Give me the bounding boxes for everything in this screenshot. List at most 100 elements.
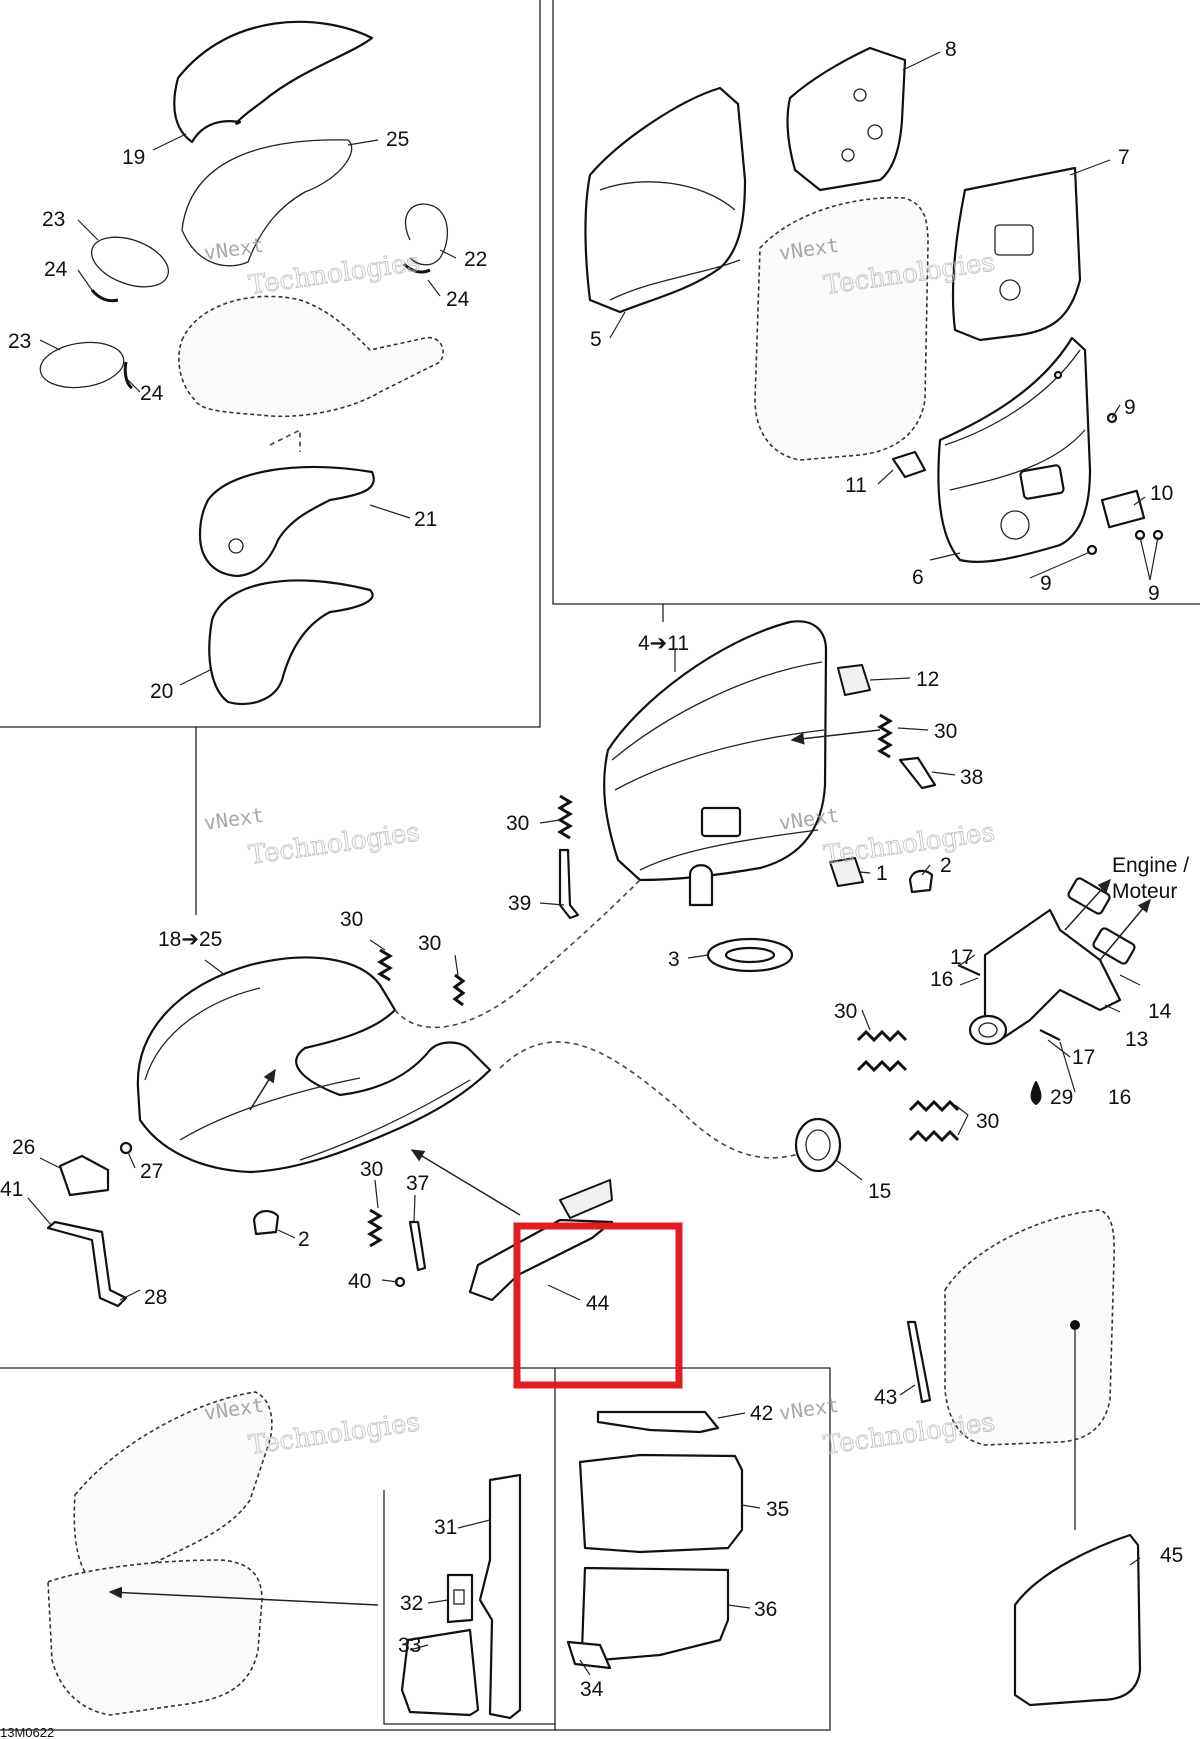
callout-30: 30	[360, 1158, 383, 1181]
callout-17: 17	[950, 946, 973, 969]
part-14-gasket	[1067, 877, 1111, 915]
callout-36: 36	[754, 1598, 777, 1621]
part-44-area	[410, 1149, 614, 1302]
part-25-heat-shield	[181, 139, 353, 267]
part-24-clip-upper	[90, 289, 119, 303]
callout-38: 38	[960, 766, 983, 789]
engine-label: Moteur	[1112, 880, 1177, 903]
callout-2: 2	[298, 1228, 310, 1251]
callout-30: 30	[506, 812, 529, 835]
exhaust-manifold	[794, 877, 1151, 1173]
watermark-text: Technologies	[822, 817, 997, 871]
part-22-clamp	[404, 203, 449, 266]
callout-32: 32	[400, 1592, 423, 1615]
part-38-bracket	[898, 756, 937, 790]
callout-20: 20	[150, 680, 173, 703]
part-34-shield	[566, 1640, 612, 1670]
callout-11: 11	[845, 474, 867, 497]
callout-30: 30	[976, 1110, 999, 1133]
part-2-bumper-left	[252, 1210, 280, 1236]
part-30-spring-a	[877, 713, 893, 759]
callout-41: 41	[0, 1178, 23, 1201]
top-left-panel	[39, 20, 449, 706]
dashed-pipe-ghost	[178, 295, 444, 418]
part-26-bracket	[58, 1154, 110, 1197]
part-19-heat-shield	[173, 20, 374, 144]
part-13-manifold	[983, 908, 1122, 1042]
callout-30: 30	[834, 1000, 857, 1023]
callout-40: 40	[348, 1270, 371, 1293]
part-10-plate	[1100, 489, 1146, 529]
callout-3: 3	[668, 948, 680, 971]
left-exhaust-pipe	[46, 879, 811, 1308]
callout-23: 23	[8, 330, 31, 353]
callout-24: 24	[140, 382, 164, 405]
part-1-rubber-block	[829, 857, 864, 887]
callout-25: 25	[386, 128, 409, 151]
part-20-heat-shield	[208, 579, 374, 706]
part-21-heat-shield	[198, 465, 375, 578]
callout-15: 15	[868, 1180, 891, 1203]
part-11-block	[891, 450, 927, 479]
part-32-plate	[446, 1573, 474, 1624]
watermark-text: vNext	[202, 803, 265, 835]
part-33-shield	[400, 1628, 480, 1717]
part-29-drop-icon	[1030, 1081, 1042, 1105]
callout-27: 27	[140, 1160, 163, 1183]
dashed-shield-ghost-b	[47, 1559, 263, 1716]
callout-45: 45	[1160, 1544, 1183, 1567]
callout-5: 5	[590, 328, 602, 351]
dashed-muffler-lower	[944, 1209, 1115, 1446]
watermark-text: Technologies	[247, 817, 422, 871]
part-8-gasket	[786, 46, 907, 192]
callout-23: 23	[42, 208, 65, 231]
part-31-shield	[478, 1473, 522, 1720]
callout-35: 35	[766, 1498, 789, 1521]
watermark-text: Technologies	[822, 1407, 997, 1461]
callout-8: 8	[945, 38, 957, 61]
diagram-id: 13M0622	[0, 1725, 54, 1739]
callout-29: 29	[1050, 1086, 1073, 1109]
callout-9: 9	[1148, 582, 1160, 605]
callout-4-11: 4➔11	[638, 632, 689, 655]
part-6-muffler-half	[937, 336, 1092, 563]
right-lower-muffler	[906, 1209, 1142, 1707]
watermark-text: Technologies	[247, 1407, 422, 1461]
callout-22: 22	[464, 248, 487, 271]
watermark-text: vNext	[202, 233, 265, 265]
part-30-spring-b	[557, 794, 573, 840]
top-right-panel	[584, 46, 1164, 563]
dashed-shield-ghost-a	[73, 1391, 273, 1586]
callout-13: 13	[1125, 1028, 1148, 1051]
callout-31: 31	[434, 1516, 457, 1539]
part-37-bracket	[408, 1220, 427, 1272]
leader-lines	[27, 51, 1159, 1676]
callout-labels: 19 25 23 24 22 24 23 24 21 20 8 7 5 9 10…	[0, 38, 1189, 1739]
callout-1: 1	[876, 862, 888, 885]
dashed-muffler-ghost	[754, 196, 929, 461]
callout-19: 19	[122, 146, 145, 169]
part-12-rubber-block	[837, 664, 871, 696]
callout-44: 44	[586, 1292, 610, 1315]
callout-42: 42	[750, 1402, 773, 1425]
exhaust-pipe	[136, 956, 492, 1174]
callout-16: 16	[1108, 1086, 1131, 1109]
part-42-shield	[596, 1410, 720, 1434]
callout-9: 9	[1124, 396, 1136, 419]
callout-43: 43	[874, 1386, 897, 1409]
callout-17: 17	[1072, 1046, 1095, 1069]
callout-10: 10	[1150, 482, 1173, 505]
part-39-bracket	[558, 848, 580, 920]
callout-18-25: 18➔25	[158, 928, 222, 951]
part-44-heat-shield	[468, 1218, 614, 1302]
part-23-clamp-upper	[91, 236, 169, 288]
callout-37: 37	[406, 1172, 429, 1195]
part-43-strip	[906, 1320, 932, 1404]
part-35-shield	[578, 1453, 744, 1554]
callout-33: 33	[398, 1634, 421, 1657]
watermark-text: Technologies	[247, 247, 422, 301]
callout-34: 34	[580, 1678, 604, 1701]
part-5-muffler-half	[584, 86, 747, 314]
